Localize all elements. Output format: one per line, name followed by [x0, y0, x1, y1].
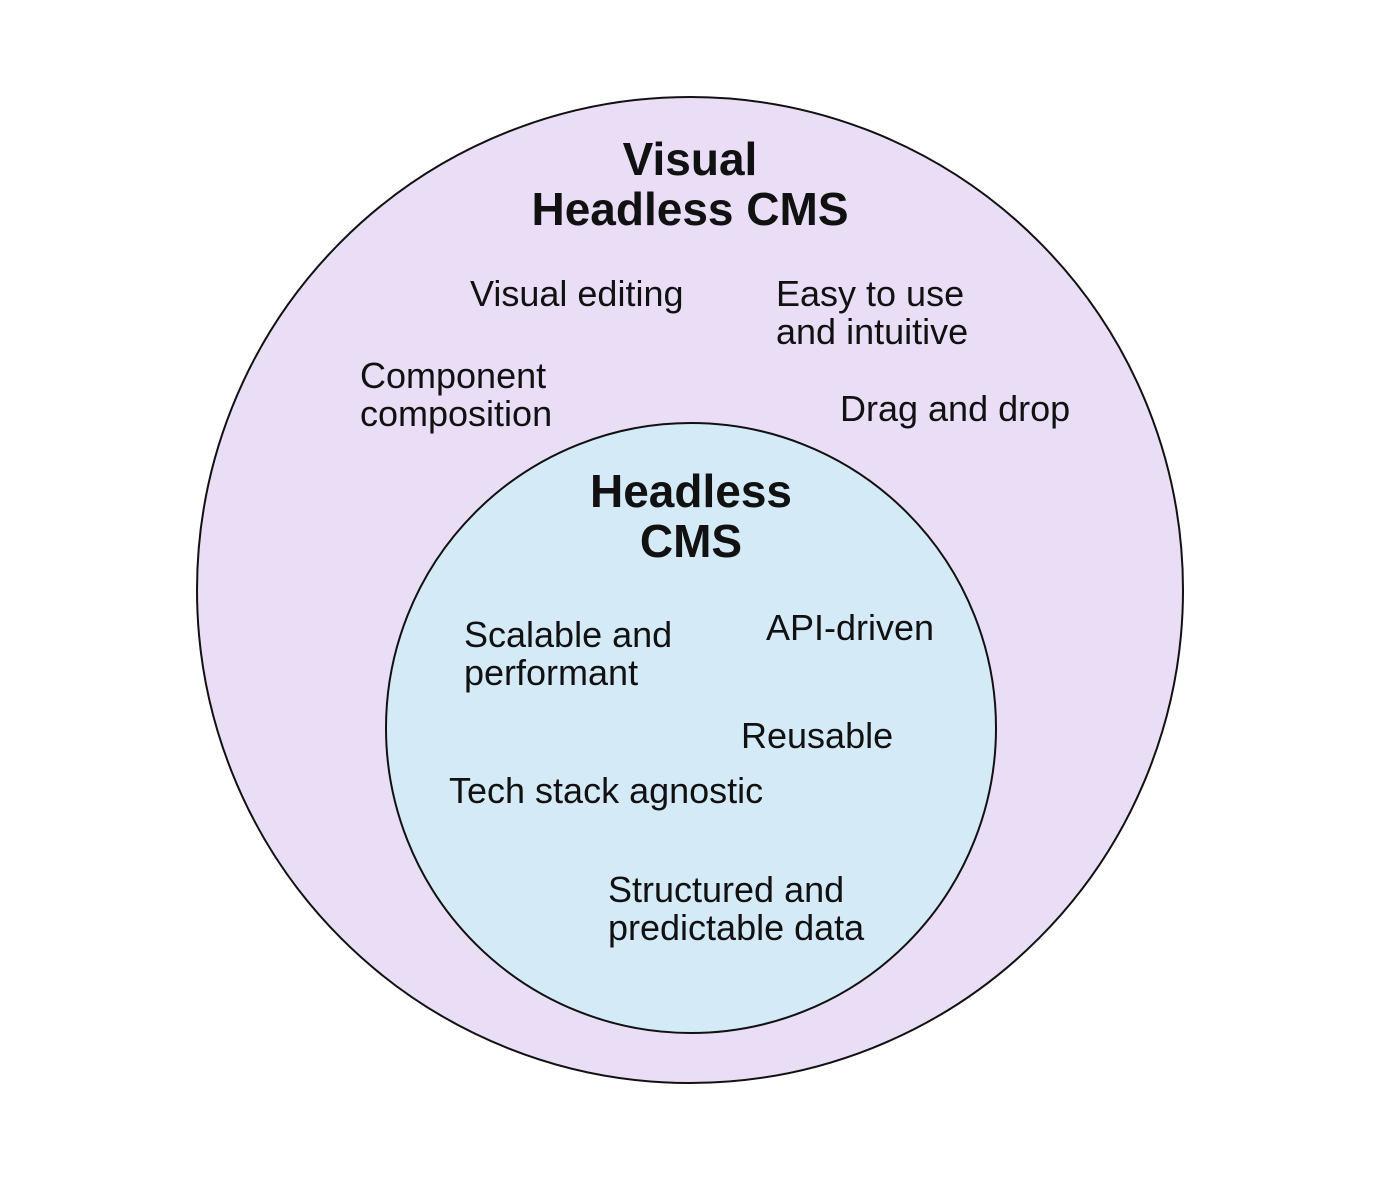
label-visual-editing: Visual editing: [470, 273, 684, 314]
label-api-driven: API-driven: [766, 607, 935, 648]
label-component-composition: Component composition: [360, 355, 553, 434]
inner-circle-headless-cms: [385, 422, 997, 1034]
inner-circle-title: Headless CMS: [589, 465, 792, 567]
label-scalable-and-performant: Scalable and performant: [464, 614, 673, 693]
label-structured-and-predictable-data: Structured and predictable data: [608, 869, 865, 948]
label-drag-and-drop: Drag and drop: [840, 388, 1071, 429]
outer-circle-title: Visual Headless CMS: [531, 133, 849, 235]
label-reusable: Reusable: [741, 715, 894, 756]
label-easy-to-use-and-intuitive: Easy to use and intuitive: [776, 273, 969, 352]
label-tech-stack-agnostic: Tech stack agnostic: [449, 770, 764, 811]
